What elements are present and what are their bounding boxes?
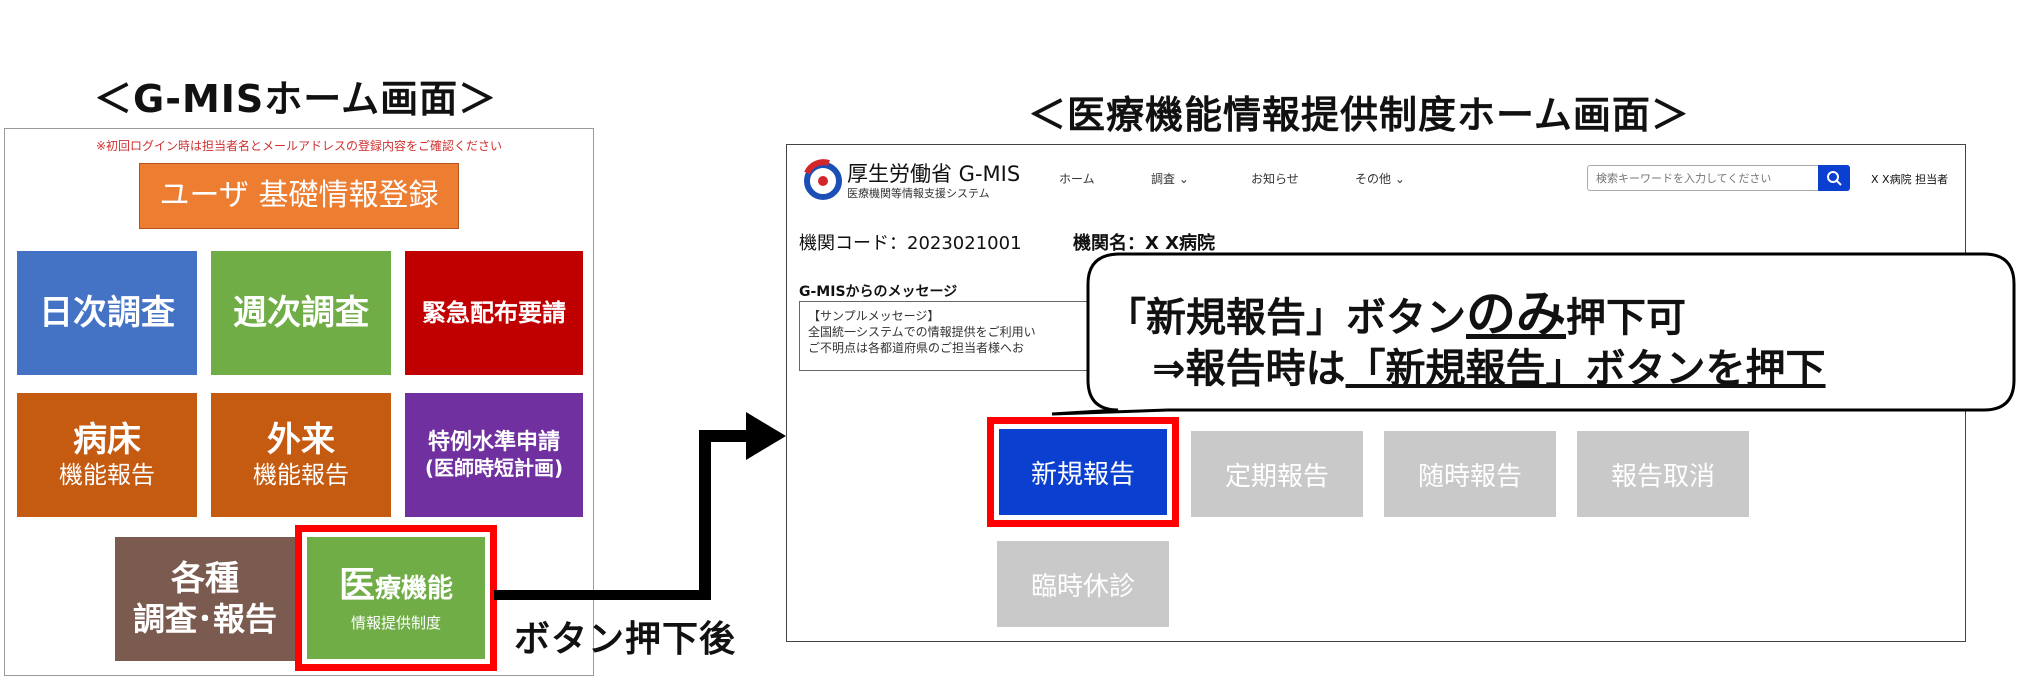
logo-title: 厚生労働省 G-MIS — [847, 162, 1021, 186]
org-code: 機関コード：2023021001 — [799, 233, 1022, 254]
emergency-request-label: 緊急配布要請 — [422, 298, 566, 327]
ward-sub-label: 機能報告 — [59, 461, 155, 489]
callout-line-2: ⇒報告時は「新規報告」ボタンを押下 — [1152, 336, 1826, 394]
nav-survey[interactable]: 調査 ⌄ — [1151, 172, 1189, 186]
medical-sub-label: 情報提供制度 — [350, 613, 441, 632]
medical-big-char: 医 — [338, 565, 375, 607]
ward-label: 病床 — [73, 420, 141, 461]
message-line: 【サンプルメッセージ】 — [808, 309, 940, 323]
logo-subtitle: 医療機関等情報支援システム — [847, 187, 990, 200]
new-report-button[interactable]: 新規報告 — [999, 429, 1167, 515]
search-button[interactable] — [1818, 165, 1850, 191]
medical-rest-label: 療機能 — [375, 574, 454, 605]
gmis-home-panel: ※初回ログイン時は担当者名とメールアドレスの登録内容をご確認ください ユーザ 基… — [4, 128, 594, 676]
various-label: 各種 — [171, 559, 239, 600]
special-level-sub-label: (医師時短計画) — [424, 456, 564, 481]
user-basic-info-label: ユーザ 基礎情報登録 — [159, 178, 439, 213]
message-line: ご不明点は各都道府県のご担当者様へお — [808, 341, 1025, 356]
weekly-survey-button[interactable]: 週次調査 — [211, 251, 391, 375]
cancel-report-button[interactable]: 報告取消 — [1577, 431, 1749, 517]
new-report-highlight — [987, 417, 1179, 527]
info-system-home-heading: ＜医療機能情報提供制度ホーム画面＞ — [1028, 93, 1690, 137]
callout-text: ⇒報告時は — [1152, 346, 1346, 392]
temporary-closure-button[interactable]: 臨時休診 — [997, 541, 1169, 627]
various-survey-report-button[interactable]: 各種 調査･報告 — [115, 537, 295, 661]
callout-emphasis: のみ — [1466, 285, 1566, 343]
special-level-application-button[interactable]: 特例水準申請 (医師時短計画) — [405, 393, 583, 517]
special-level-label: 特例水準申請 — [427, 429, 560, 455]
search-icon — [1827, 171, 1842, 186]
login-notice: ※初回ログイン時は担当者名とメールアドレスの登録内容をご確認ください — [95, 139, 503, 153]
medical-function-info-button[interactable]: 医療機能 情報提供制度 — [307, 537, 485, 659]
gmis-home-heading: ＜G-MISホーム画面＞ — [94, 77, 498, 121]
medical-info-button-highlight — [295, 525, 497, 671]
after-press-label: ボタン押下後 — [514, 619, 737, 660]
medical-function-title: 医療機能 — [339, 564, 453, 607]
callout-text: 「新規報告」ボタン — [1106, 295, 1466, 341]
nav-home[interactable]: ホーム — [1059, 172, 1095, 186]
callout-line-1: 「新規報告」ボタンのみ押下可 — [1106, 274, 1686, 346]
callout-text: 押下可 — [1566, 295, 1686, 341]
outpatient-label: 外来 — [267, 420, 335, 461]
nav-other[interactable]: その他 ⌄ — [1355, 172, 1405, 186]
outpatient-sub-label: 機能報告 — [253, 461, 349, 489]
daily-survey-button[interactable]: 日次調査 — [17, 251, 197, 375]
message-label: G-MISからのメッセージ — [799, 284, 958, 300]
outpatient-function-report-button[interactable]: 外来 機能報告 — [211, 393, 391, 517]
various-sub-label: 調査･報告 — [132, 600, 277, 639]
transition-arrow — [494, 412, 786, 600]
org-name: 機関名：X X病院 — [1073, 233, 1216, 254]
message-line: 全国統一システムでの情報提供をご利用い — [808, 325, 1036, 340]
mhlw-logo-icon — [804, 159, 842, 200]
message-box: 【サンプルメッセージ】 全国統一システムでの情報提供をご利用い ご不明点は各都道… — [799, 301, 1199, 371]
search-input[interactable] — [1587, 165, 1819, 191]
weekly-survey-label: 週次調査 — [233, 292, 369, 333]
nav-news[interactable]: お知らせ — [1251, 172, 1299, 186]
ward-function-report-button[interactable]: 病床 機能報告 — [17, 393, 197, 517]
callout-underlined: 「新規報告」ボタンを押下 — [1345, 346, 1826, 392]
user-basic-info-button[interactable]: ユーザ 基礎情報登録 — [139, 163, 459, 229]
anytime-report-button[interactable]: 随時報告 — [1384, 431, 1556, 517]
emergency-request-button[interactable]: 緊急配布要請 — [405, 251, 583, 375]
daily-survey-label: 日次調査 — [39, 292, 175, 333]
periodic-report-button[interactable]: 定期報告 — [1191, 431, 1363, 517]
user-name[interactable]: X X病院 担当者 — [1871, 173, 1949, 186]
